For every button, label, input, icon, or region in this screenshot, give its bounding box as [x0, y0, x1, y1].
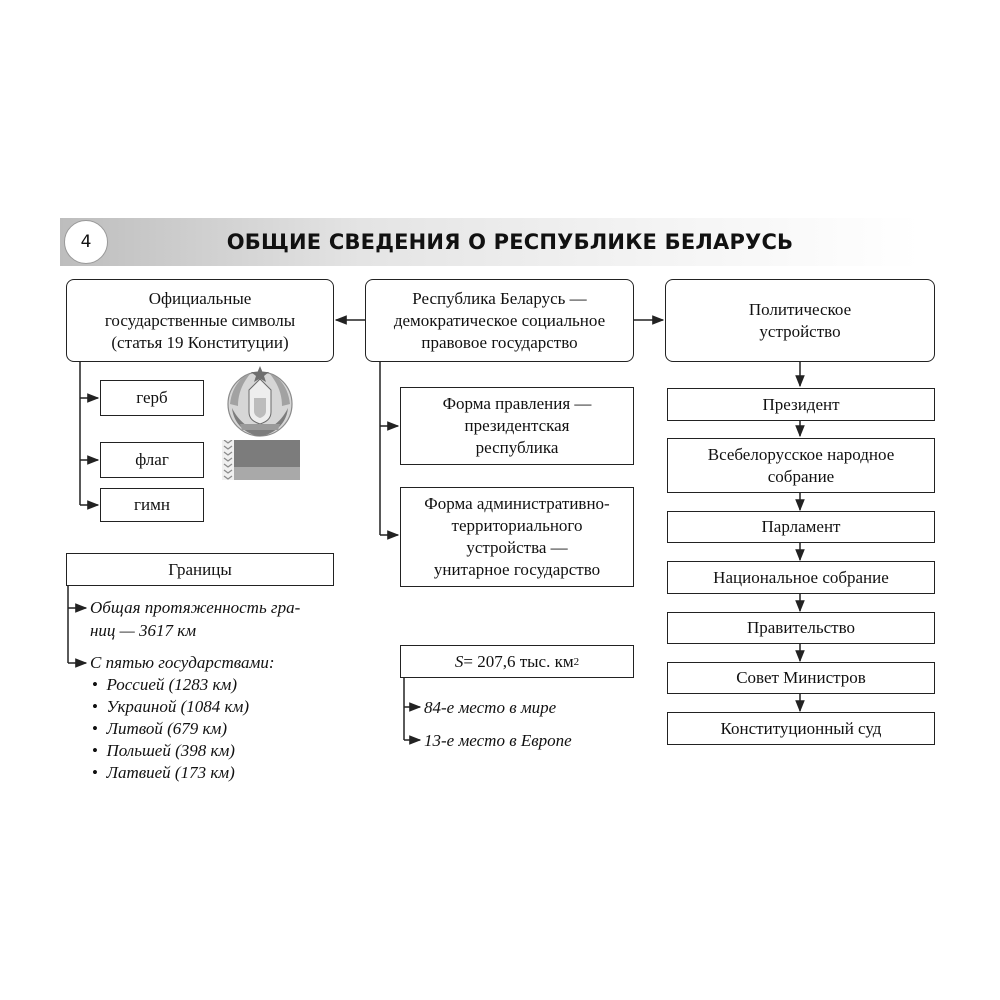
neighbor-item: • Украиной (1084 км) [92, 697, 249, 716]
borders-total-line: Общая протяженность гра- [90, 598, 301, 617]
rank-world: 84-е место в мире [424, 698, 557, 717]
form-of-territorial-structure-box: Форма административно- территориального … [400, 487, 634, 587]
area-value: = 207,6 тыс. км [463, 651, 574, 671]
political-item-constitutional-court: Конституционный суд [667, 712, 935, 745]
political-structure-box: Политическое устройство [665, 279, 935, 362]
bullet: • [92, 763, 107, 782]
symbols-title-line: Официальные [148, 288, 252, 308]
form-government-line: президентская [464, 416, 570, 435]
republic-title-line: правовое государство [421, 332, 578, 352]
page-title: ОБЩИЕ СВЕДЕНИЯ О РЕСПУБЛИКЕ БЕЛАРУСЬ [226, 230, 794, 254]
form-of-government-box: Форма правления — президентская республи… [400, 387, 634, 465]
symbol-flag: флаг [100, 442, 204, 478]
form-government-line: Форма правления — [442, 394, 592, 413]
bullet: • [92, 719, 107, 738]
borders-total-line: ниц — 3617 км [90, 621, 197, 640]
political-item-government: Правительство [667, 612, 935, 644]
neighbor-item: • Польшей (398 км) [92, 741, 235, 760]
political-title-line: Политическое [748, 299, 852, 319]
neighbor-item: • Литвой (679 км) [92, 719, 228, 738]
page-number: 4 [64, 220, 108, 264]
symbol-anthem: гимн [100, 488, 204, 522]
political-item-all-belarusian-assembly: Всебелорусское народное собрание [667, 438, 935, 493]
republic-title-line: демократическое социальное [393, 310, 606, 330]
symbol-coat-of-arms: герб [100, 380, 204, 416]
form-territorial-line: устройства — [466, 538, 568, 557]
area-unit-exponent: 2 [573, 655, 580, 668]
coat-of-arms-image [227, 366, 293, 437]
flag-image [222, 440, 300, 480]
neighbor-item: • Латвией (173 км) [92, 763, 235, 782]
form-territorial-line: унитарное государство [433, 560, 601, 579]
political-title-line: устройство [759, 321, 841, 341]
symbols-title-line: государственные символы [104, 310, 296, 330]
area-symbol: S [454, 651, 464, 671]
form-territorial-line: Форма административно- [424, 494, 610, 513]
borders-neighbors-title: С пятью государствами: [90, 653, 275, 672]
political-item-parliament: Парламент [667, 511, 935, 543]
rank-europe: 13-е место в Европе [424, 731, 572, 750]
republic-title-line: Республика Беларусь — [412, 288, 587, 308]
header-banner [60, 218, 920, 266]
borders-title-box: Границы [66, 553, 334, 586]
bullet: • [92, 697, 107, 716]
form-government-line: республика [475, 438, 559, 457]
symbols-title-line: (статья 19 Конституции) [111, 332, 289, 352]
republic-box: Республика Беларусь — демократическое со… [365, 279, 634, 362]
political-item-national-assembly: Национальное собрание [667, 561, 935, 594]
political-item-council-of-ministers: Совет Министров [667, 662, 935, 694]
bullet: • [92, 675, 107, 694]
form-territorial-line: территориального [451, 516, 583, 535]
political-item-president: Президент [667, 388, 935, 421]
neighbor-item: • Россией (1283 км) [92, 675, 237, 694]
bullet: • [92, 741, 107, 760]
official-symbols-box: Официальные государственные символы (ста… [66, 279, 334, 362]
